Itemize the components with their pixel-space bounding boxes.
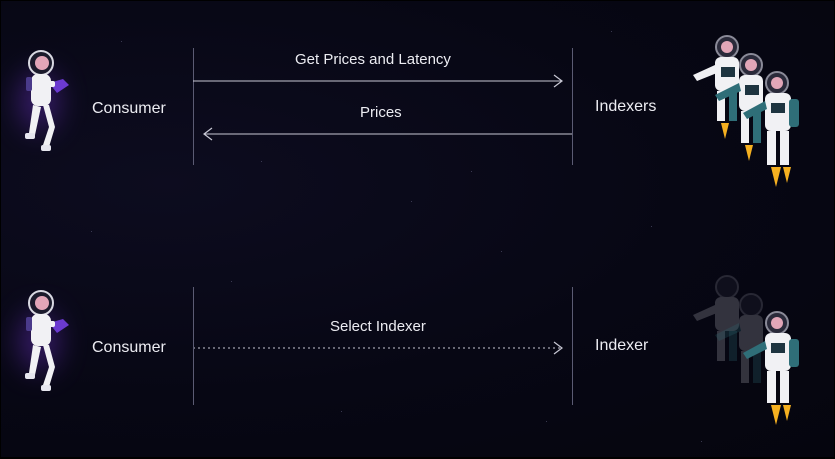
indexer-astronaut-icon [693, 35, 739, 139]
get-prices-label: Get Prices and Latency [295, 51, 451, 68]
star [411, 201, 412, 202]
prices-label: Prices [360, 104, 402, 121]
consumer-lifeline-2 [193, 287, 194, 405]
indexers-label: Indexers [595, 98, 657, 115]
consumer-label: Consumer [92, 100, 166, 117]
consumer-astronaut-icon [25, 290, 69, 391]
indexer-label: Indexer [595, 337, 649, 354]
star [231, 281, 232, 282]
prices-arrow [203, 127, 572, 141]
get-prices-arrow [193, 74, 563, 88]
indexer-lifeline [572, 287, 573, 405]
indexer-astronaut-icon [715, 293, 763, 383]
indexer-astronaut-group-icon [693, 275, 799, 425]
star [546, 421, 547, 422]
select-indexer-label: Select Indexer [330, 318, 426, 335]
star [341, 411, 342, 412]
star [701, 441, 702, 442]
indexer-astronaut-group-icon [693, 35, 799, 187]
consumer-astronaut-icon [25, 50, 69, 151]
select-indexer-arrow [193, 341, 563, 355]
selected-indexer-astronaut-icon [743, 311, 799, 425]
consumer-label-2: Consumer [92, 339, 166, 356]
indexers-lifeline [572, 48, 573, 165]
indexer-astronaut-icon [715, 53, 763, 161]
star [91, 231, 92, 232]
star [611, 31, 612, 32]
consumer-lifeline [193, 48, 194, 165]
star [471, 171, 472, 172]
indexer-astronaut-icon [693, 275, 739, 361]
indexer-astronaut-icon [743, 71, 799, 187]
star [121, 41, 122, 42]
star [651, 226, 652, 227]
star [501, 251, 502, 252]
star [261, 161, 262, 162]
